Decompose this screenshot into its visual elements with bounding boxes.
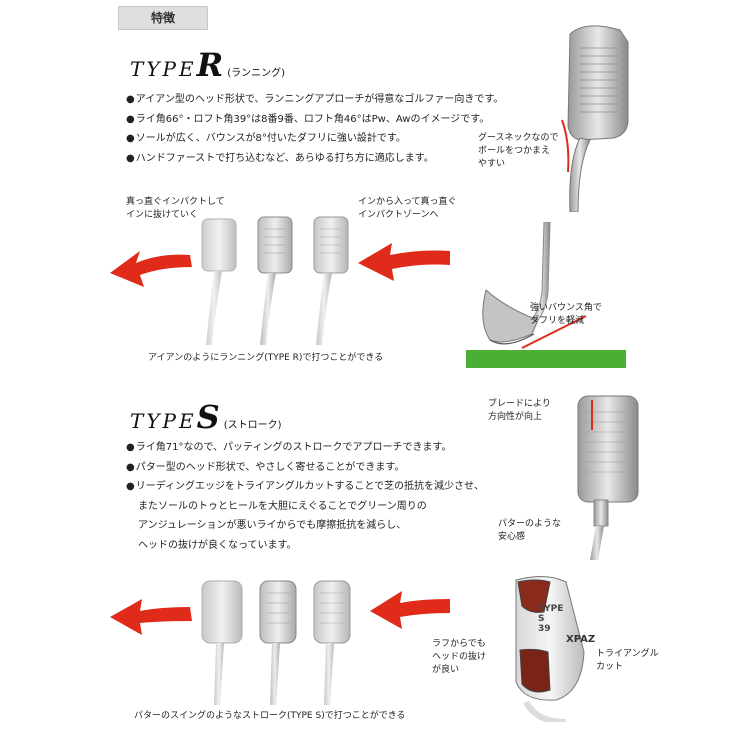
type-s-letter: S [196,398,220,436]
arrow-left-icon [110,251,192,287]
triangle-note-line: カット [596,662,624,672]
bounce-note-line: 強いバウンス角で [530,303,602,313]
swing-label-line: インに抜けていく [126,210,199,220]
type-r-swing-sequence [110,216,450,345]
bounce-side-view [466,222,626,368]
type-s-word: TYPE [130,409,197,433]
sole-loft: 39 [538,624,551,634]
neck-note: グースネックなので ボールをつかまえ やすい [478,132,559,171]
type-r-letter: R [196,46,224,84]
type-r-bullet: アイアン型のヘッド形状で、ランニングアプローチが得意なゴルファー向きです。 [126,90,504,110]
section-tag: 特徴 [118,6,208,30]
neck-note-line: ボールをつかまえ [478,146,551,156]
arrow-right-icon [370,591,450,629]
sole-type: TYPE [538,604,564,614]
type-s-subtitle: (ストローク) [223,420,282,431]
type-s-bullet-continued: またソールのトゥとヒールを大胆にえぐることでグリーン周りの [138,500,427,512]
type-r-subtitle: (ランニング) [227,68,286,79]
bounce-note-line: ダフリを軽減 [530,316,585,326]
swing-label-line: インから入って真っ直ぐ [358,197,457,207]
arrow-left-icon [110,599,192,635]
neck-note-line: グースネックなので [478,133,559,143]
putter-note-line: 安心感 [498,532,526,542]
arrow-right-icon [358,243,450,281]
type-s-swing-sequence [110,580,450,705]
type-r-caption: アイアンのようにランニング(TYPE R)で打つことができる [148,353,384,363]
rough-note-line: ヘッドの抜け [432,652,487,662]
type-s-bullet: パター型のヘッド形状で、やさしく寄せることができます。 [126,458,484,478]
type-s-bullet-list: ライ角71°なので、パッティングのストロークでアプローチできます。 パター型のヘ… [126,438,484,555]
blade-note-line: 方向性が向上 [488,412,543,422]
type-s-bullet-continued: アンジュレーションが悪いライからでも摩擦抵抗を減らし、 [138,520,407,531]
type-r-bullet: ハンドファーストで打ち込むなど、あらゆる打ち方に適応します。 [126,149,503,169]
swing-label-right: インから入って真っ直ぐ インパクトゾーンへ [358,196,457,222]
bounce-note: 強いバウンス角で ダフリを軽減 [530,302,602,328]
type-r-bullet: ソールが広く、バウンスが8°付いたダフリに強い設計です。 [126,129,503,149]
type-r-club-image [561,25,629,212]
type-r-title: TYPER(ランニング) [130,46,285,84]
triangle-note: トライアングル カット [596,648,659,674]
type-s-bullet-continued: ヘッドの抜けが良くなっています。 [138,539,297,551]
rough-note: ラフからでも ヘッドの抜け が良い [432,638,486,677]
putter-note: パターのような 安心感 [498,518,561,544]
blade-note-line: ブレードにより [488,399,551,409]
type-r-word: TYPE [130,57,197,81]
rough-note-line: ラフからでも [432,639,486,649]
swing-label-line: 真っ直ぐインパクトして [126,197,225,207]
sole-brand: XPAZ [566,634,596,645]
type-s-club-image [577,395,639,560]
sole-letter: S [538,614,545,624]
putter-note-line: パターのような [498,519,562,529]
type-r-bullet-list: アイアン型のヘッド形状で、ランニングアプローチが得意なゴルファー向きです。 ライ… [126,90,504,169]
swing-label-line: インパクトゾーンへ [358,210,439,220]
blade-note: ブレードにより 方向性が向上 [488,398,551,424]
type-s-bullet: リーディングエッジをトライアングルカットすることで芝の抵抗を減少させ、 [126,477,484,497]
type-s-sole-image [515,576,585,722]
swing-label-left: 真っ直ぐインパクトして インに抜けていく [126,196,225,222]
type-r-bullet: ライ角66°・ロフト角39°は8番9番、ロフト角46°はPw、Awのイメージです… [126,110,503,130]
type-s-bullet: ライ角71°なので、パッティングのストロークでアプローチできます。 [126,438,484,458]
type-s-caption: パターのスイングのようなストローク(TYPE S)で打つことができる [134,711,406,721]
type-s-title: TYPES(ストローク) [130,398,282,436]
rough-note-line: が良い [432,665,460,675]
neck-note-line: やすい [478,159,506,169]
turf-shape [466,350,626,368]
sole-lettering: TYPE S 39 [538,604,563,634]
triangle-note-line: トライアングル [596,649,659,659]
